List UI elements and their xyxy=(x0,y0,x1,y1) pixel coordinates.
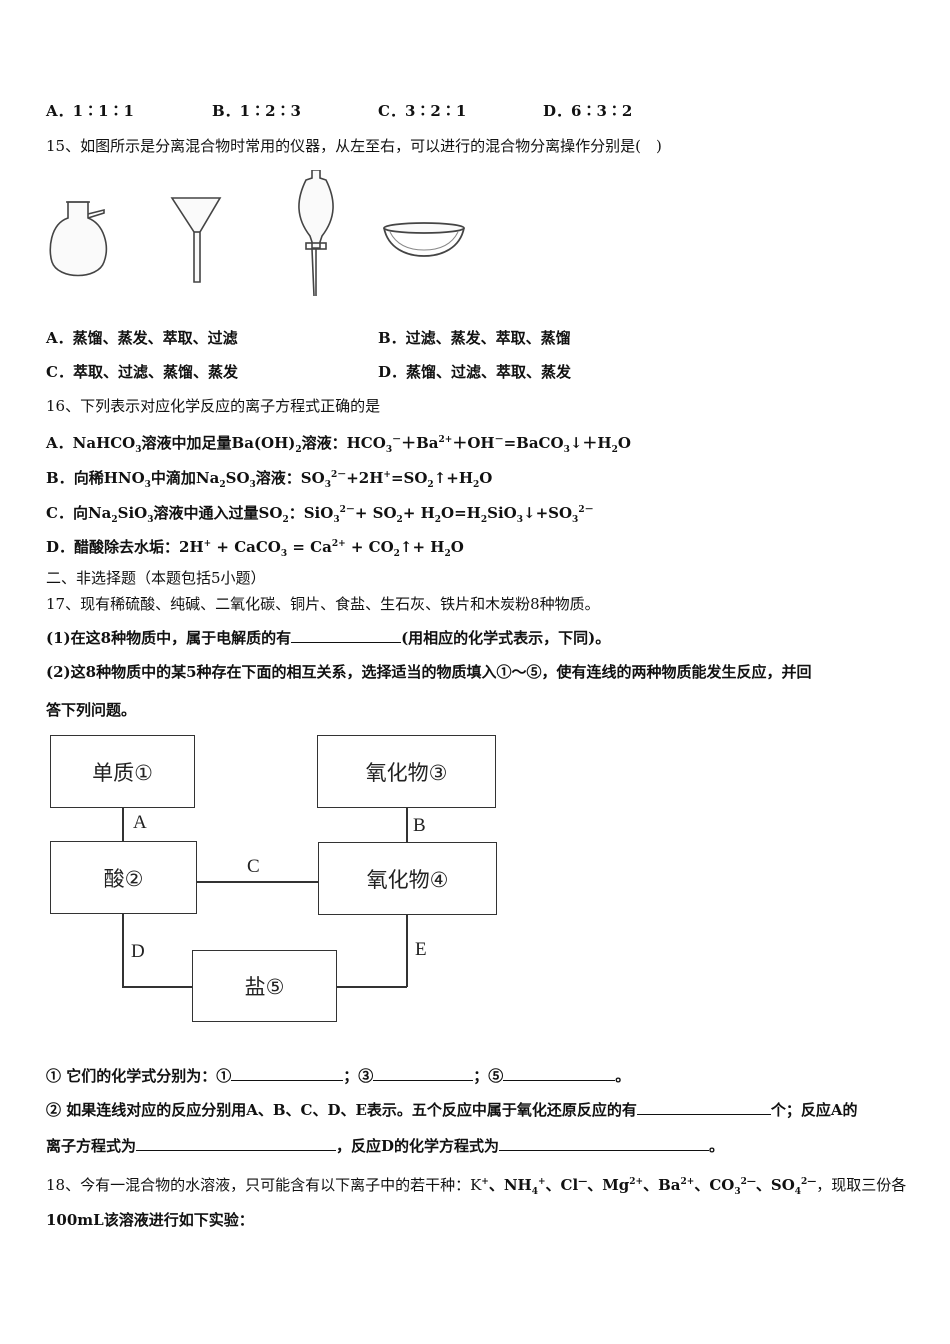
section-heading: 二、非选择题（本题包括5小题） xyxy=(46,569,266,587)
edge-label-d: D xyxy=(131,941,145,962)
edge-d-horizontal xyxy=(122,986,192,988)
box-acid: 酸② xyxy=(50,841,197,914)
lab-instruments-figure xyxy=(49,170,465,297)
edge-label-b: B xyxy=(413,815,426,836)
answer-blank[interactable] xyxy=(636,1100,771,1115)
edge-c xyxy=(197,881,318,883)
answer-blank[interactable] xyxy=(231,1066,344,1081)
q17-sub1: ① 它们的化学式分别为：①；③；⑤。 xyxy=(46,1066,631,1085)
q16-option-a: A．NaHCO3溶液中加足量Ba(OH)2溶液：HCO3－＋Ba2+＋OH－=B… xyxy=(46,434,631,455)
answer-blank[interactable] xyxy=(373,1066,474,1081)
edge-e-horizontal xyxy=(337,986,407,988)
funnel-icon xyxy=(170,197,222,283)
q14-option-c: C．3∶2∶1 xyxy=(378,102,467,120)
edge-d-vertical xyxy=(122,914,124,987)
edge-e-vertical xyxy=(406,915,408,987)
q17-part2: (2)这8种物质中的某5种存在下面的相互关系，选择适当的物质填入①～⑤，使有连线… xyxy=(46,663,812,681)
q14-option-b: B．1∶2∶3 xyxy=(212,102,301,120)
q16-option-c: C．向Na2SiO3溶液中通入过量SO2：SiO32－+ SO2+ H2O=H2… xyxy=(46,504,594,525)
q17-part2-cont: 答下列问题。 xyxy=(46,701,137,719)
separatory-funnel-icon xyxy=(298,170,334,297)
q15-option-b: B．过滤、蒸发、萃取、蒸馏 xyxy=(378,329,571,347)
edge-label-a: A xyxy=(133,812,147,833)
answer-blank[interactable] xyxy=(503,1066,616,1081)
evaporating-dish-icon xyxy=(383,222,465,257)
answer-blank[interactable] xyxy=(291,628,402,643)
edge-label-e: E xyxy=(415,939,427,960)
answer-blank[interactable] xyxy=(136,1136,337,1151)
q15-option-d: D．蒸馏、过滤、萃取、蒸发 xyxy=(378,363,572,381)
box-simple-substance: 单质① xyxy=(50,735,195,808)
box-oxide-4: 氧化物④ xyxy=(318,842,497,915)
q17-stem: 17、现有稀硫酸、纯碱、二氧化碳、铜片、食盐、生石灰、铁片和木炭粉8种物质。 xyxy=(46,595,600,613)
q14-option-a: A．1∶1∶1 xyxy=(46,102,134,120)
edge-label-c: C xyxy=(247,856,260,877)
q17-sub3: 离子方程式为，反应D的化学方程式为。 xyxy=(46,1136,725,1155)
distillation-flask-icon xyxy=(49,201,108,277)
q15-stem: 15、如图所示是分离混合物时常用的仪器，从左至右，可以进行的混合物分离操作分别是… xyxy=(46,137,662,155)
q17-sub2: ② 如果连线对应的反应分别用A、B、C、D、E表示。五个反应中属于氧化还原反应的… xyxy=(46,1100,858,1119)
box-oxide-3: 氧化物③ xyxy=(317,735,496,808)
q17-part1: (1)在这8种物质中，属于电解质的有(用相应的化学式表示，下同)。 xyxy=(46,628,611,647)
edge-a xyxy=(122,808,124,841)
q18-line2: 100mL该溶液进行如下实验： xyxy=(46,1211,254,1229)
q16-option-d: D．醋酸除去水垢：2H+ + CaCO3 = Ca2+ + CO2↑+ H2O xyxy=(46,538,464,559)
box-salt: 盐⑤ xyxy=(192,950,337,1022)
answer-blank[interactable] xyxy=(499,1136,710,1151)
q14-option-d: D．6∶3∶2 xyxy=(543,102,633,120)
q18-stem: 18、今有一混合物的水溶液，只可能含有以下离子中的若干种：K+、NH4+、Cl—… xyxy=(46,1176,907,1197)
q16-option-b: B．向稀HNO3中滴加Na2SO3溶液：SO32－+2H+=SO2↑+H2O xyxy=(46,469,493,490)
q15-option-a: A．蒸馏、蒸发、萃取、过滤 xyxy=(46,329,238,347)
edge-b xyxy=(406,808,408,842)
q16-stem: 16、下列表示对应化学反应的离子方程式正确的是 xyxy=(46,397,381,415)
q15-option-c: C．萃取、过滤、蒸馏、蒸发 xyxy=(46,363,238,381)
